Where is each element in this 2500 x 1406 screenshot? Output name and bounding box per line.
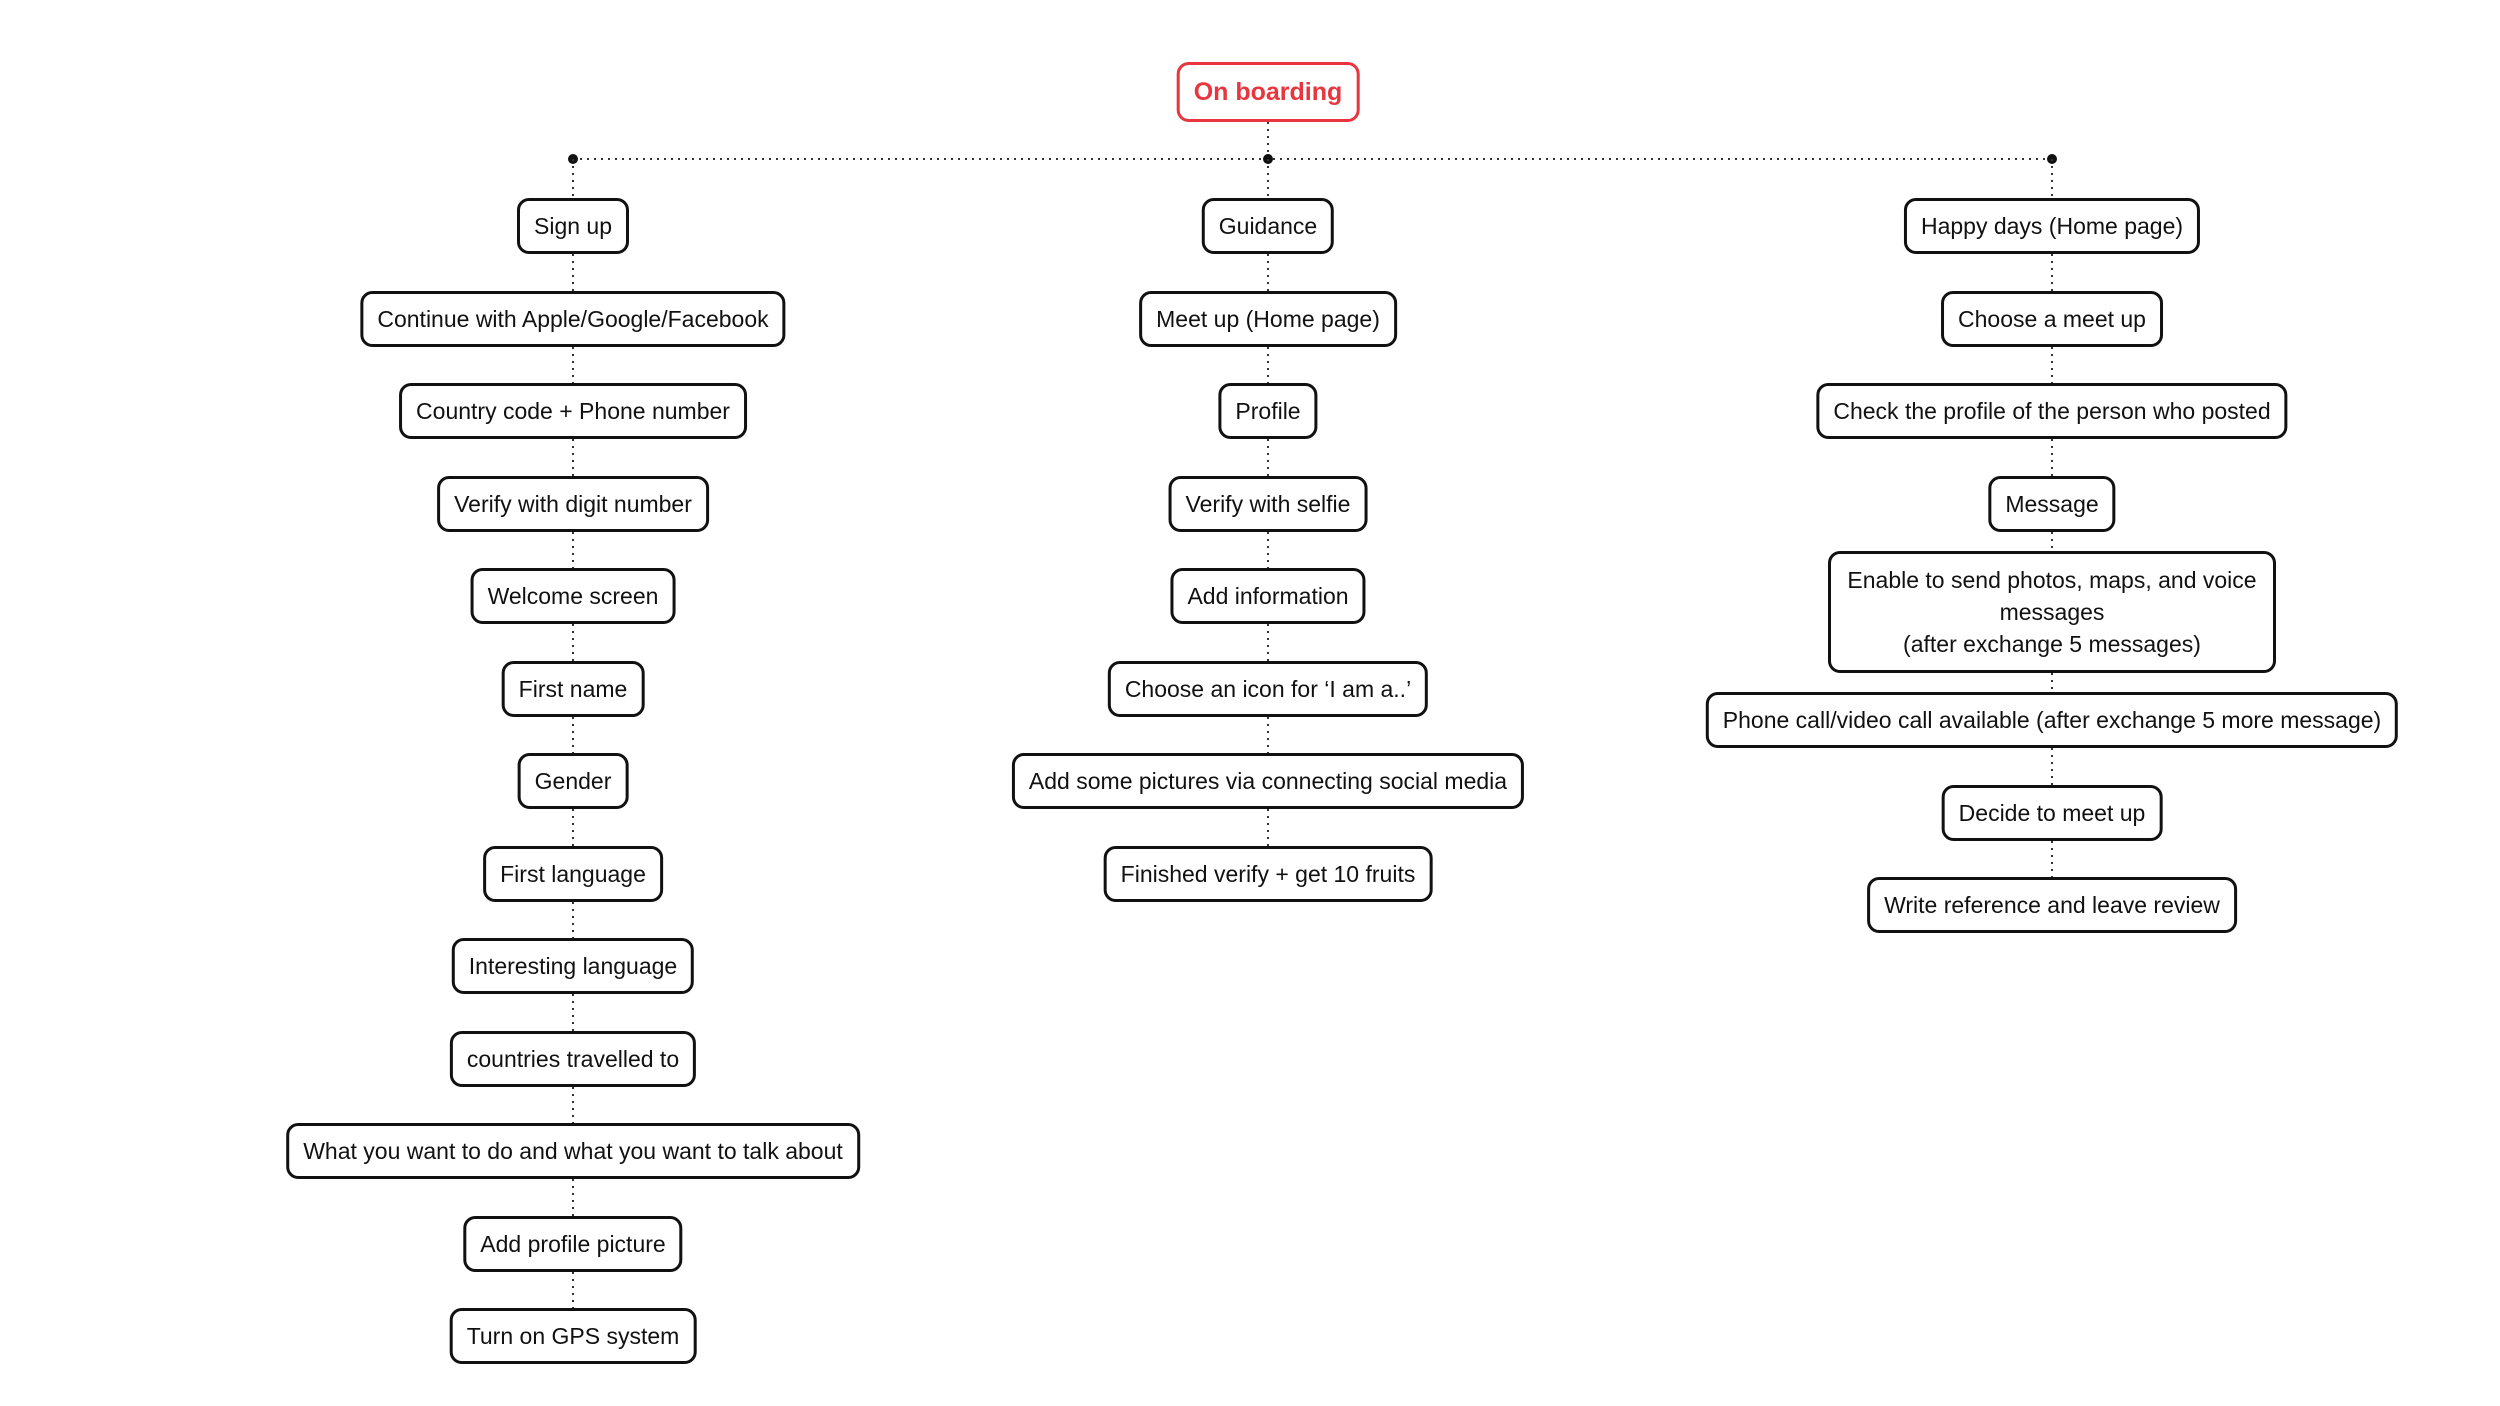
step-first-name: First name (501, 661, 645, 717)
step-happy-days-home: Happy days (Home page) (1903, 198, 2201, 254)
step-enable-media: Enable to send photos, maps, and voice m… (1828, 551, 2276, 673)
step-write-reference: Write reference and leave review (1867, 877, 2237, 933)
step-message: Message (1988, 476, 2116, 532)
step-welcome-screen: Welcome screen (470, 568, 676, 624)
step-first-language: First language (483, 846, 663, 902)
step-verify-digit: Verify with digit number (437, 476, 709, 532)
step-add-information: Add information (1170, 568, 1366, 624)
step-turn-on-gps: Turn on GPS system (449, 1308, 697, 1364)
step-add-profile-picture: Add profile picture (463, 1216, 683, 1272)
root-node-onboarding: On boarding (1176, 62, 1360, 122)
step-continue-with-social: Continue with Apple/Google/Facebook (360, 291, 786, 347)
step-what-you-want: What you want to do and what you want to… (286, 1123, 860, 1179)
step-finished-verify: Finished verify + get 10 fruits (1103, 846, 1433, 902)
step-phone-number: Country code + Phone number (399, 383, 747, 439)
step-sign-up: Sign up (516, 198, 630, 254)
step-check-profile: Check the profile of the person who post… (1816, 383, 2288, 439)
step-choose-meet-up: Choose a meet up (1941, 291, 2163, 347)
step-call-available: Phone call/video call available (after e… (1705, 692, 2399, 748)
step-guidance: Guidance (1201, 198, 1335, 254)
step-gender: Gender (517, 753, 629, 809)
step-interesting-language: Interesting language (451, 938, 695, 994)
step-verify-selfie: Verify with selfie (1168, 476, 1368, 532)
step-countries-travelled: countries travelled to (449, 1031, 697, 1087)
step-profile: Profile (1218, 383, 1318, 439)
step-choose-icon: Choose an icon for ‘I am a..’ (1107, 661, 1429, 717)
step-meet-up-home: Meet up (Home page) (1139, 291, 1397, 347)
step-add-pictures-social: Add some pictures via connecting social … (1011, 753, 1525, 809)
step-decide-meet-up: Decide to meet up (1941, 785, 2163, 841)
